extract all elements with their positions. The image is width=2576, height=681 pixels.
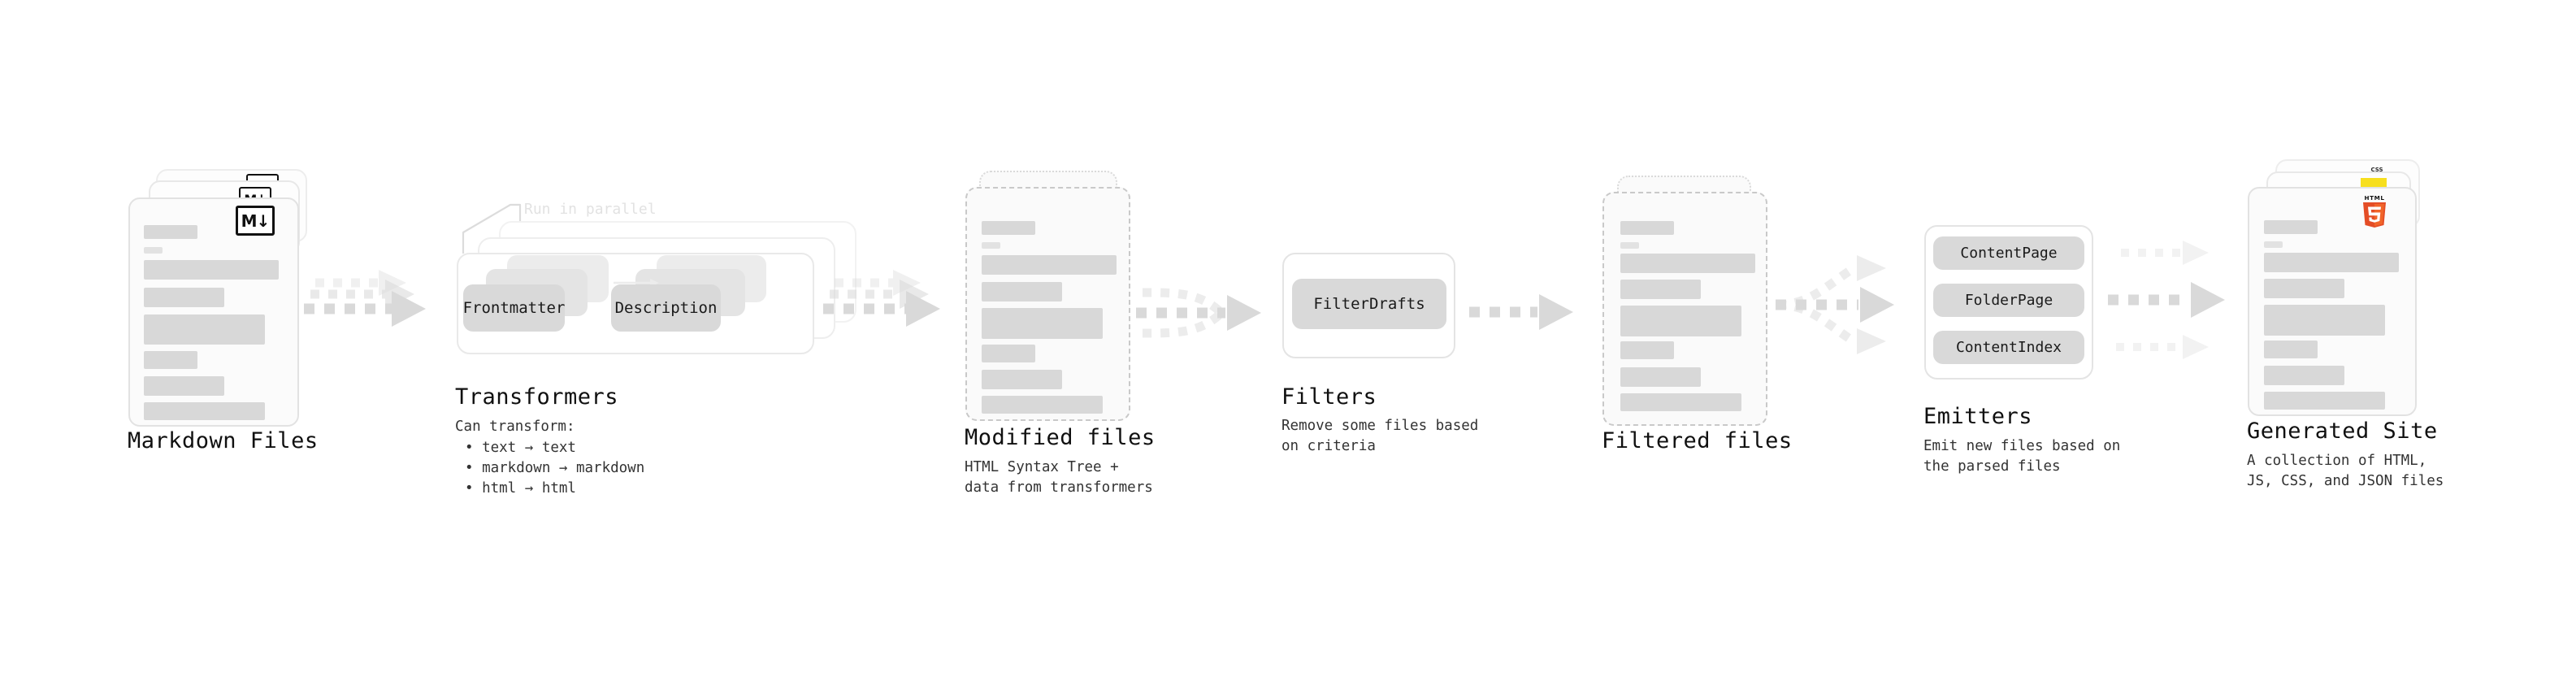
transformer-chip-frontmatter[interactable]: Frontmatter bbox=[463, 284, 565, 332]
filters-chip-filterdrafts[interactable]: FilterDrafts bbox=[1292, 279, 1446, 329]
html5-logo-icon: HTML bbox=[2361, 193, 2388, 228]
transformers-intro: Can transform: bbox=[455, 419, 575, 435]
stage-title-transformers: Transformers bbox=[455, 384, 619, 410]
skeleton-bar bbox=[144, 376, 224, 396]
emitters-chip-folderpage[interactable]: FolderPage bbox=[1933, 284, 2084, 317]
skeleton-bar bbox=[1620, 306, 1741, 336]
stage-title-markdown-files: Markdown Files bbox=[128, 428, 319, 453]
skeleton-bar bbox=[982, 345, 1035, 362]
stage-title-emitters: Emitters bbox=[1923, 404, 2033, 429]
skeleton-bar bbox=[982, 221, 1035, 235]
run-in-parallel-bracket bbox=[462, 200, 567, 257]
svg-text:HTML: HTML bbox=[2364, 194, 2384, 202]
skeleton-bar bbox=[2264, 253, 2399, 272]
dashed-arrow-icon bbox=[2108, 241, 2225, 359]
connector-modified-to-filters bbox=[1136, 270, 1282, 367]
skeleton-bar bbox=[2264, 366, 2344, 385]
stage-desc-emitters: Emit new files based on the parsed files bbox=[1923, 438, 2121, 475]
emitters-chip-contentpage[interactable]: ContentPage bbox=[1933, 236, 2084, 270]
skeleton-bar bbox=[982, 255, 1117, 275]
stage-desc-filters: Remove some files based on criteria bbox=[1281, 418, 1479, 454]
stage-title-filtered-files: Filtered files bbox=[1602, 428, 1793, 453]
skeleton-bar bbox=[144, 260, 279, 280]
skeleton-bar bbox=[982, 242, 1000, 249]
skeleton-bar bbox=[2264, 279, 2344, 298]
skeleton-bar bbox=[982, 282, 1062, 301]
svg-text:CSS: CSS bbox=[2370, 167, 2383, 173]
stage-title-filters: Filters bbox=[1281, 384, 1377, 410]
connector-filters-to-filtered bbox=[1469, 291, 1599, 340]
skeleton-bar bbox=[2264, 220, 2318, 234]
dashed-arrow-icon bbox=[304, 270, 426, 327]
emitters-chip-contentindex[interactable]: ContentIndex bbox=[1933, 331, 2084, 364]
bullet-item: • markdown → markdown bbox=[465, 460, 645, 476]
skeleton-bar bbox=[1620, 341, 1674, 359]
skeleton-bar bbox=[2264, 241, 2283, 248]
stage-title-modified-files: Modified files bbox=[965, 425, 1156, 450]
connector-filtered-to-emitters bbox=[1776, 244, 1926, 366]
dashed-arrow-icon bbox=[1469, 294, 1573, 330]
skeleton-bar bbox=[2264, 392, 2385, 410]
skeleton-bar bbox=[144, 351, 197, 369]
transformer-chip-description[interactable]: Description bbox=[611, 284, 721, 332]
stage-title-generated-site: Generated Site bbox=[2247, 419, 2438, 444]
skeleton-bar bbox=[144, 402, 265, 420]
bullet-item: • text → text bbox=[465, 440, 576, 456]
skeleton-bar bbox=[1620, 254, 1755, 273]
skeleton-bar bbox=[982, 370, 1062, 389]
skeleton-bar bbox=[1620, 221, 1674, 235]
skeleton-bar bbox=[144, 225, 197, 239]
skeleton-bar bbox=[1620, 393, 1741, 411]
skeleton-bar bbox=[1620, 280, 1701, 299]
skeleton-bar bbox=[1620, 367, 1701, 387]
dashed-arrow-icon bbox=[823, 270, 940, 327]
dashed-arrow-icon bbox=[1136, 288, 1261, 338]
skeleton-bar bbox=[1620, 242, 1639, 249]
skeleton-bar bbox=[2264, 340, 2318, 358]
transformers-bullets: • text → text • markdown → markdown • ht… bbox=[465, 438, 644, 499]
bullet-item: • html → html bbox=[465, 480, 576, 497]
skeleton-bar bbox=[144, 247, 163, 254]
stage-desc-generated-site: A collection of HTML, JS, CSS, and JSON … bbox=[2247, 453, 2444, 489]
markdown-badge-icon: M↓ bbox=[236, 206, 275, 236]
skeleton-bar bbox=[982, 396, 1103, 414]
skeleton-bar bbox=[144, 288, 224, 307]
connector-md-to-transformers bbox=[304, 268, 454, 358]
run-in-parallel-label: Run in parallel bbox=[524, 201, 657, 218]
skeleton-bar bbox=[144, 314, 265, 345]
skeleton-bar bbox=[2264, 305, 2385, 336]
stage-desc-modified-files: HTML Syntax Tree + data from transformer… bbox=[965, 459, 1153, 496]
skeleton-bar bbox=[982, 308, 1103, 339]
connector-transformers-to-modified bbox=[823, 268, 965, 358]
connector-emitters-to-site bbox=[2108, 236, 2262, 366]
dashed-arrow-icon bbox=[1776, 255, 1894, 354]
